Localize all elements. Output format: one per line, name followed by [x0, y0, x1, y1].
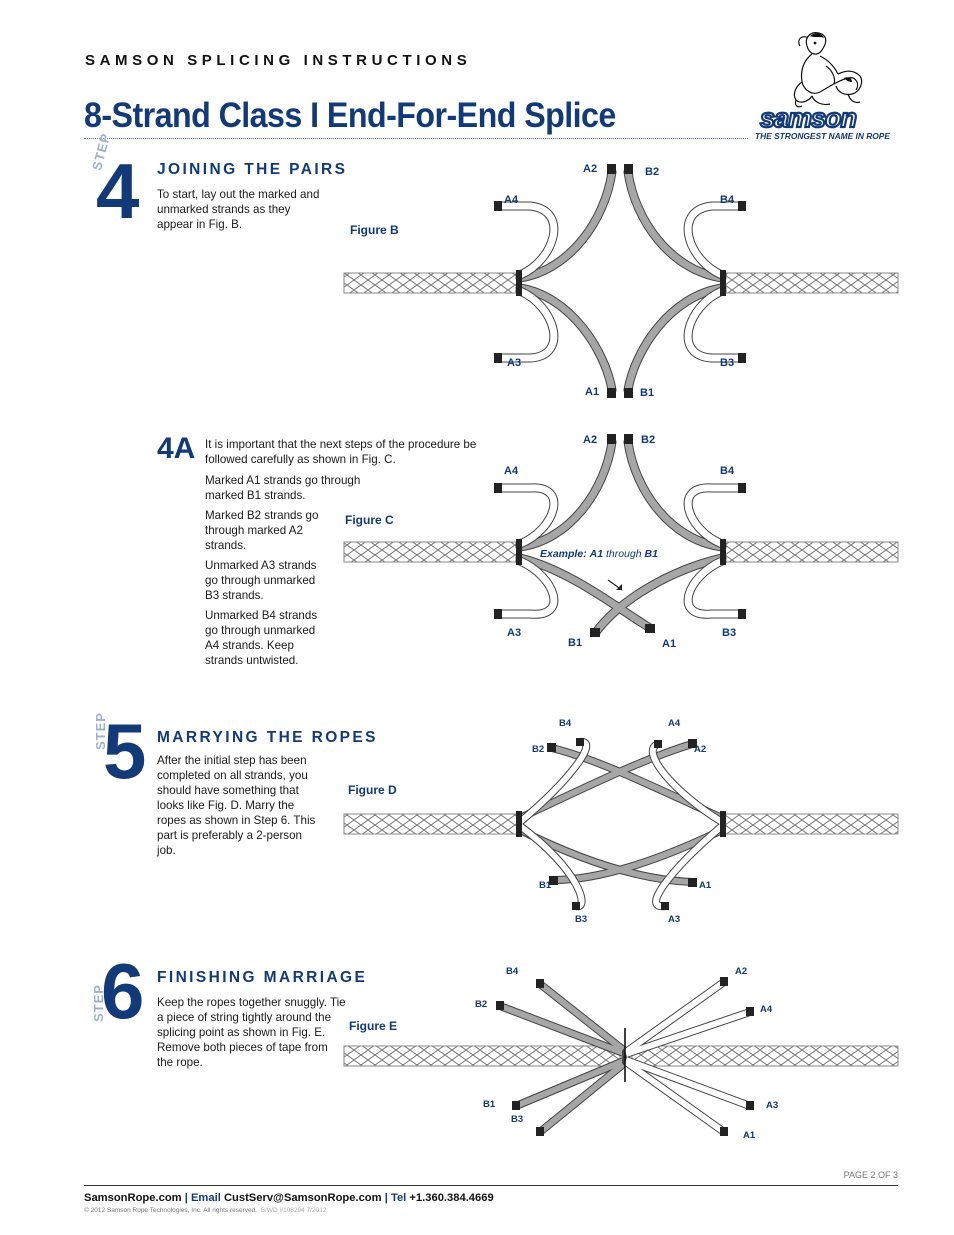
step-text: After the initial step has been complete…	[157, 754, 316, 857]
substep-number: 4A	[157, 432, 196, 465]
label-b3: B3	[722, 627, 737, 639]
step-number: 4	[96, 147, 140, 235]
doc-code: S/WD #108294 7/2012	[260, 1207, 327, 1214]
label-a2: A2	[583, 163, 598, 175]
label-a3: A3	[668, 914, 681, 925]
figure-title: Figure D	[348, 783, 397, 797]
label-b2: B2	[475, 999, 488, 1010]
label-b1: B1	[568, 637, 583, 649]
label-b3: B3	[511, 1114, 524, 1125]
figure-c	[343, 434, 899, 637]
example-mid: through	[605, 548, 642, 560]
figure-b	[343, 164, 899, 398]
section-title: FINISHING MARRIAGE	[157, 969, 368, 986]
rope-left	[343, 813, 521, 835]
rope-left	[343, 1045, 621, 1067]
label-b1: B1	[483, 1099, 496, 1110]
label-b1: B1	[539, 880, 552, 891]
footer-separator: |	[184, 1192, 188, 1204]
substep-para-5: Unmarked B4 strands go through unmarked …	[205, 609, 318, 667]
label-a3: A3	[507, 357, 522, 369]
footer-tel-label: Tel	[390, 1192, 407, 1204]
step-text: Keep the ropes together snuggly. Tie a p…	[157, 996, 346, 1069]
label-a3: A3	[507, 627, 522, 639]
figure-title: Figure B	[350, 223, 399, 237]
footer-tel: +1.360.384.4669	[409, 1192, 494, 1204]
brand-tagline: THE STRONGEST NAME IN ROPE	[755, 131, 890, 141]
label-b1: B1	[640, 387, 655, 399]
figure-e	[343, 977, 899, 1136]
figure-title: Figure C	[345, 513, 394, 527]
section-title: JOINING THE PAIRS	[157, 161, 348, 178]
page-title: 8-Strand Class I End-For-End Splice	[84, 96, 616, 135]
samson-logo: samson	[759, 32, 863, 134]
label-a3: A3	[766, 1100, 779, 1111]
rope-right	[631, 1045, 899, 1067]
footer-divider	[84, 1185, 898, 1186]
label-a2: A2	[735, 966, 748, 977]
label-a1: A1	[699, 880, 712, 891]
logo-wordmark: samson	[760, 103, 857, 133]
footer-site-link[interactable]: SamsonRope.com	[84, 1192, 182, 1204]
footer-email-link[interactable]: CustServ@SamsonRope.com	[223, 1192, 382, 1204]
label-a1: A1	[662, 638, 677, 650]
rope-right	[721, 541, 899, 563]
section-title: MARRYING THE ROPES	[157, 729, 378, 746]
page-number: PAGE 2 OF 3	[843, 1170, 898, 1180]
footer-separator: |	[384, 1192, 388, 1204]
label-b4: B4	[506, 966, 519, 977]
rope-left	[343, 541, 521, 563]
label-a2: A2	[583, 434, 598, 446]
footer-contact: SamsonRope.com | Email CustServ@SamsonRo…	[84, 1192, 494, 1204]
label-a1: A1	[585, 386, 600, 398]
label-b4: B4	[720, 465, 735, 477]
header-label: SAMSON SPLICING INSTRUCTIONS	[85, 52, 472, 69]
figure-d	[343, 738, 899, 911]
example-from: A1	[589, 548, 604, 560]
substep-para-4: Unmarked A3 strands go through unmarked …	[205, 559, 317, 602]
label-a1: A1	[743, 1130, 756, 1141]
rope-right	[721, 813, 899, 835]
rope-right	[721, 272, 899, 294]
step-number: 6	[101, 947, 145, 1035]
label-b4: B4	[720, 194, 735, 206]
substep-para-3: Marked B2 strands go through marked A2 s…	[205, 509, 319, 552]
step-number: 5	[103, 707, 147, 795]
label-b2: B2	[645, 166, 660, 178]
label-b3: B3	[720, 357, 735, 369]
label-b2: B2	[641, 434, 656, 446]
footer-email-label: Email	[190, 1192, 221, 1204]
label-a4: A4	[504, 194, 519, 206]
figure-title: Figure E	[349, 1019, 398, 1033]
title-divider	[84, 138, 748, 139]
label-a2: A2	[694, 744, 707, 755]
label-a4: A4	[504, 465, 519, 477]
step-text: To start, lay out the marked and unmarke…	[157, 188, 320, 231]
copyright-text: © 2012 Samson Rope Technologies, Inc. Al…	[84, 1207, 258, 1214]
figure-c-example: Example: A1 through B1	[540, 548, 658, 560]
label-a4: A4	[668, 718, 681, 729]
substep-para-1: It is important that the next steps of t…	[205, 438, 477, 466]
example-prefix: Example:	[540, 548, 587, 560]
label-b3: B3	[575, 914, 588, 925]
example-to: B1	[644, 548, 658, 560]
label-b2: B2	[532, 744, 545, 755]
label-a4: A4	[760, 1004, 773, 1015]
copyright: © 2012 Samson Rope Technologies, Inc. Al…	[84, 1207, 326, 1214]
rope-left	[343, 272, 521, 294]
label-b4: B4	[559, 718, 572, 729]
substep-para-2: Marked A1 strands go through marked B1 s…	[205, 474, 361, 502]
